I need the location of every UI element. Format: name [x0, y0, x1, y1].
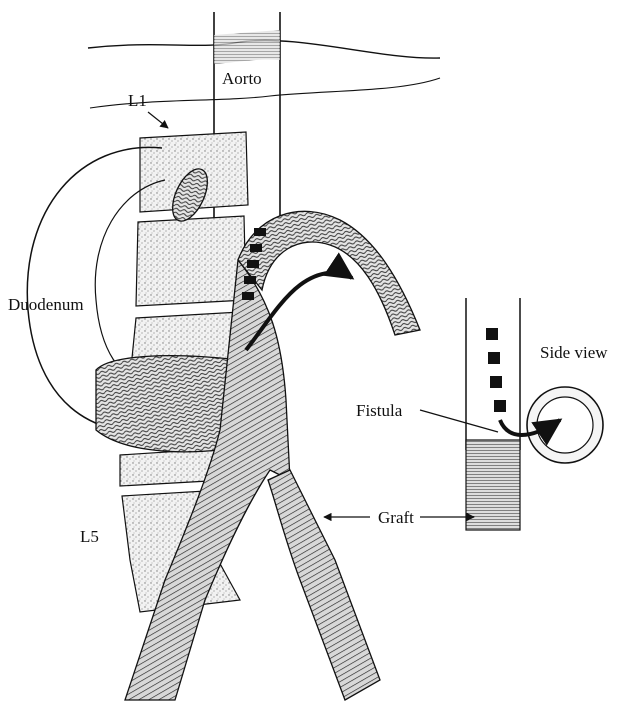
duodenum-label: Duodenum — [8, 295, 84, 314]
aorto-label: Aorto — [222, 69, 262, 88]
side-view-label: Side view — [540, 343, 608, 362]
l5-label: L5 — [80, 527, 99, 546]
fistula-label: Fistula — [356, 401, 403, 420]
fistula-leader-line — [420, 410, 498, 432]
l1-leader-line — [148, 112, 168, 128]
graft-label: Graft — [378, 508, 414, 527]
l1-label: L1 — [128, 91, 147, 110]
side-view-inset — [466, 298, 603, 530]
